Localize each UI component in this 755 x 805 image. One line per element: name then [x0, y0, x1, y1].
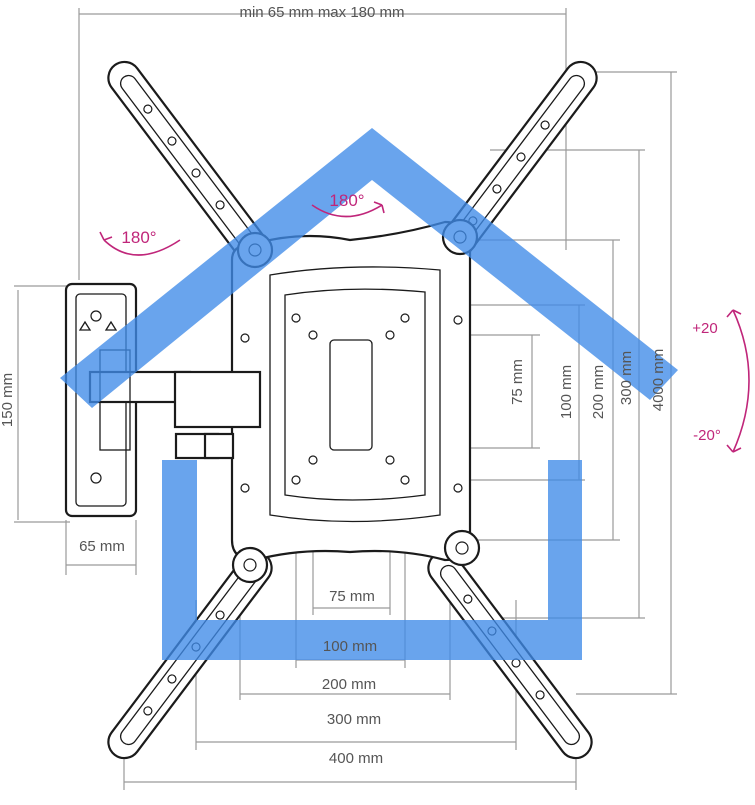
rotation-arrows: [99, 201, 750, 453]
w200-label: 200 mm: [322, 676, 376, 693]
h400-label: 4000 mm: [650, 349, 667, 412]
tv-bracket-plate: [230, 220, 472, 562]
h75-label: 75 mm: [509, 359, 526, 405]
w300-label: 300 mm: [327, 711, 381, 728]
upper-left-arm: [107, 60, 273, 270]
tilt-down-label: -20°: [693, 427, 721, 444]
swivel-rotation-label: 180°: [121, 228, 156, 247]
h200-label: 200 mm: [590, 365, 607, 419]
w400-label: 400 mm: [329, 750, 383, 767]
plate-rotation-label: 180°: [329, 191, 364, 210]
h300-label: 300 mm: [618, 351, 635, 405]
top-dimension-label: min 65 mm max 180 mm: [239, 4, 404, 21]
w100-label: 100 mm: [323, 638, 377, 655]
h100-label: 100 mm: [558, 365, 575, 419]
w75-label: 75 mm: [329, 588, 375, 605]
plate-width-label: 65 mm: [79, 538, 125, 555]
plate-height-label: 150 mm: [0, 373, 16, 427]
tilt-up-label: +20: [692, 320, 717, 337]
watermark-logo: [60, 128, 678, 660]
